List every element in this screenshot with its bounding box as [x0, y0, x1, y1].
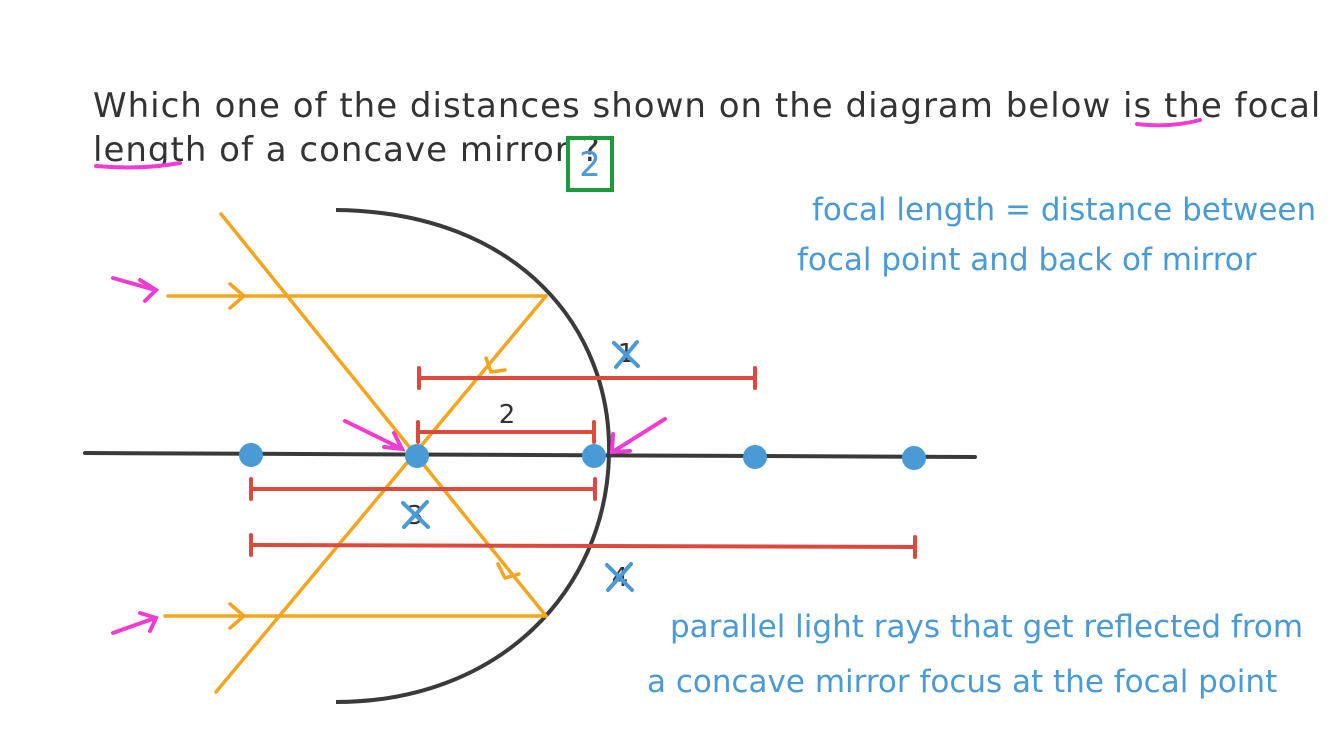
pink-arrow-bottom-ray	[111, 611, 159, 635]
principal-axis	[83, 451, 977, 459]
answer-value: 2	[579, 145, 601, 185]
axis-point-4	[743, 445, 767, 469]
axis-point-mirror-vertex	[582, 444, 606, 468]
distance-2-label: 2	[499, 400, 516, 430]
distance-2: 2	[416, 400, 596, 444]
cross-out-distance-3	[401, 500, 430, 529]
pink-arrow-focal-point	[343, 419, 406, 452]
answer-box	[566, 136, 614, 192]
question-line-1: Which one of the distances shown on the …	[93, 86, 1321, 126]
incident-ray-bottom-arrow	[228, 602, 246, 630]
pink-arrow-top-ray	[111, 276, 160, 303]
axis-point-center-of-curvature	[239, 443, 263, 467]
rays-note-line-2: a concave mirror focus at the focal poin…	[647, 664, 1277, 700]
distance-4-line	[249, 543, 917, 549]
reflected-ray-top-arrow	[484, 356, 507, 374]
reflected-ray-bottom-arrow	[496, 562, 521, 580]
cross-out-distance-4	[605, 562, 634, 592]
definition-note-line-2: focal point and back of mirror	[797, 242, 1257, 278]
reflected-ray-bottom	[219, 212, 548, 618]
definition-note-line-1: focal length = distance between	[812, 192, 1316, 228]
pink-arrow-mirror	[609, 417, 667, 455]
length-underline	[94, 161, 182, 170]
cross-out-distance-1	[612, 340, 640, 369]
rays-note-line-1: parallel light rays that get reflected f…	[670, 609, 1303, 645]
concave-mirror	[335, 208, 612, 704]
axis-point-5	[902, 446, 926, 470]
reflected-ray-top	[214, 294, 548, 694]
axis-point-focal-point	[405, 444, 429, 468]
incident-ray-top-arrow	[228, 282, 246, 310]
focal-underline	[1135, 118, 1202, 128]
